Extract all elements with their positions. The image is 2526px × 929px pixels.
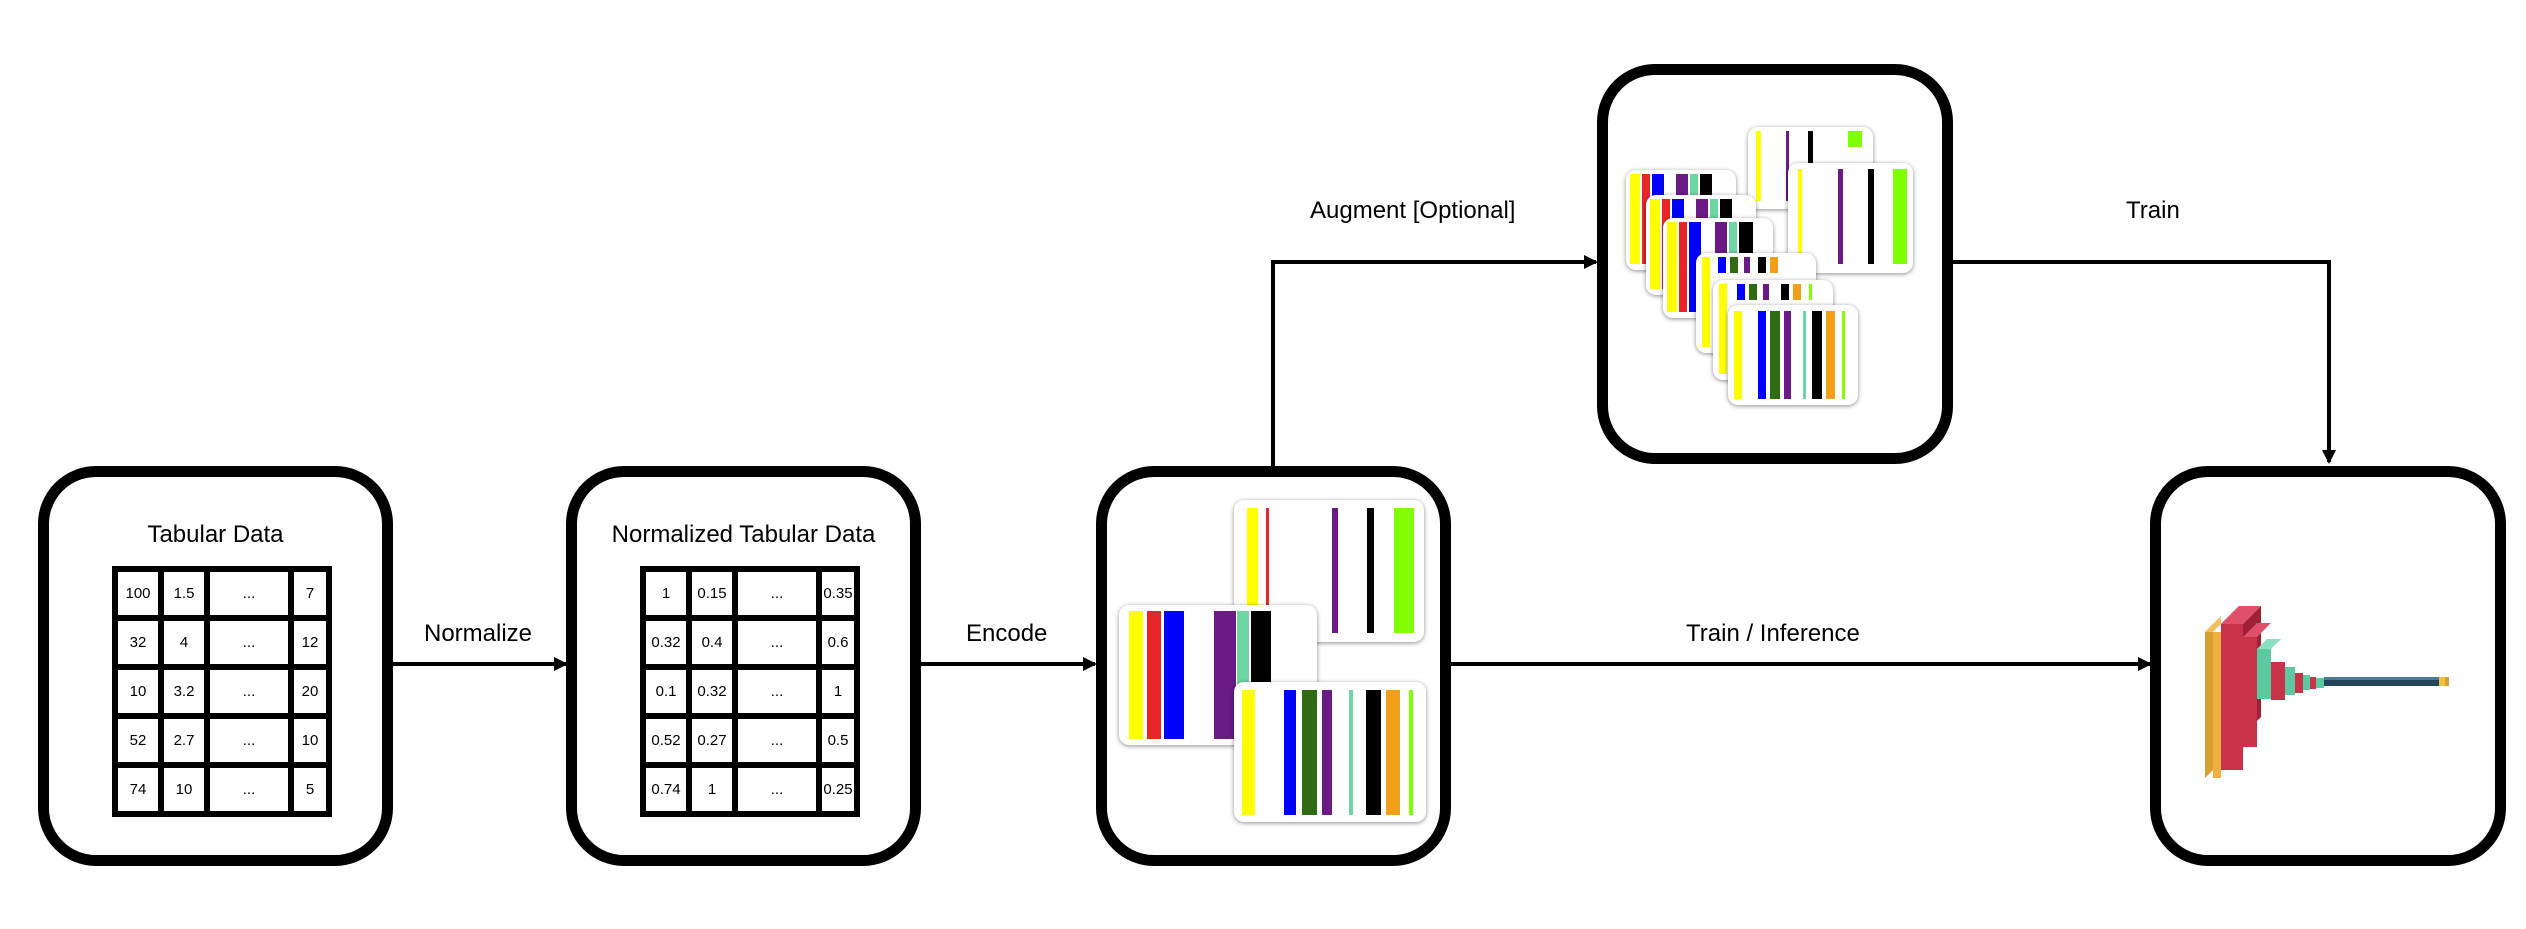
table-cell: ... xyxy=(738,572,816,615)
table-cell: 10 xyxy=(164,768,204,811)
table-cell: ... xyxy=(210,670,288,713)
table-cell: ... xyxy=(738,621,816,664)
table-cell: 7 xyxy=(294,572,326,615)
augment-label: Augment [Optional] xyxy=(1310,197,1516,224)
encoded-image-card xyxy=(1234,682,1426,822)
table-cell: 0.74 xyxy=(646,768,686,811)
normalized-data-title: Normalized Tabular Data xyxy=(611,521,876,548)
table-cell: 0.6 xyxy=(822,621,854,664)
table-cell: ... xyxy=(738,719,816,762)
table-cell: 0.5 xyxy=(822,719,854,762)
table-cell: 52 xyxy=(118,719,158,762)
train-inference-label: Train / Inference xyxy=(1686,620,1860,647)
table-cell: 0.52 xyxy=(646,719,686,762)
table-cell: 1 xyxy=(646,572,686,615)
train-arrow xyxy=(1953,260,2336,464)
augmented-images-node xyxy=(1597,64,1953,464)
table-cell: ... xyxy=(738,670,816,713)
encode-label: Encode xyxy=(966,620,1048,647)
table-cell: ... xyxy=(210,621,288,664)
table-cell: 32 xyxy=(118,621,158,664)
table-cell: 2.7 xyxy=(164,719,204,762)
table-cell: 0.25 xyxy=(822,768,854,811)
table-cell: ... xyxy=(210,768,288,811)
normalize-label: Normalize xyxy=(424,620,533,647)
augmented-image-card xyxy=(1728,305,1858,405)
table-cell: 0.35 xyxy=(822,572,854,615)
tabular-data-title: Tabular Data xyxy=(147,521,284,548)
table-cell: 0.4 xyxy=(692,621,732,664)
table-cell: ... xyxy=(738,768,816,811)
table-cell: 10 xyxy=(118,670,158,713)
model-node xyxy=(2150,466,2506,866)
table-cell: ... xyxy=(210,572,288,615)
table-cell: 1.5 xyxy=(164,572,204,615)
table-cell: 4 xyxy=(164,621,204,664)
train-label: Train xyxy=(2126,197,2180,224)
table-cell: 0.15 xyxy=(692,572,732,615)
table-cell: 12 xyxy=(294,621,326,664)
augmented-image-stack-icon xyxy=(1608,75,1942,453)
table-cell: 1 xyxy=(822,670,854,713)
table-cell: 100 xyxy=(118,572,158,615)
table-cell: 3.2 xyxy=(164,670,204,713)
cnn-model-icon xyxy=(2205,606,2449,778)
table-cell: 10 xyxy=(294,719,326,762)
table-cell: 0.32 xyxy=(692,670,732,713)
table-cell: 0.1 xyxy=(646,670,686,713)
table-cell: ... xyxy=(210,719,288,762)
table-cell: 5 xyxy=(294,768,326,811)
table-cell: 0.32 xyxy=(646,621,686,664)
encoded-images-node xyxy=(1096,466,1451,866)
table-cell: 0.27 xyxy=(692,719,732,762)
encoded-image-stack-icon xyxy=(1107,477,1440,855)
table-cell: 1 xyxy=(692,768,732,811)
augment-arrow xyxy=(1271,255,1598,470)
table-cell: 74 xyxy=(118,768,158,811)
table-cell: 20 xyxy=(294,670,326,713)
